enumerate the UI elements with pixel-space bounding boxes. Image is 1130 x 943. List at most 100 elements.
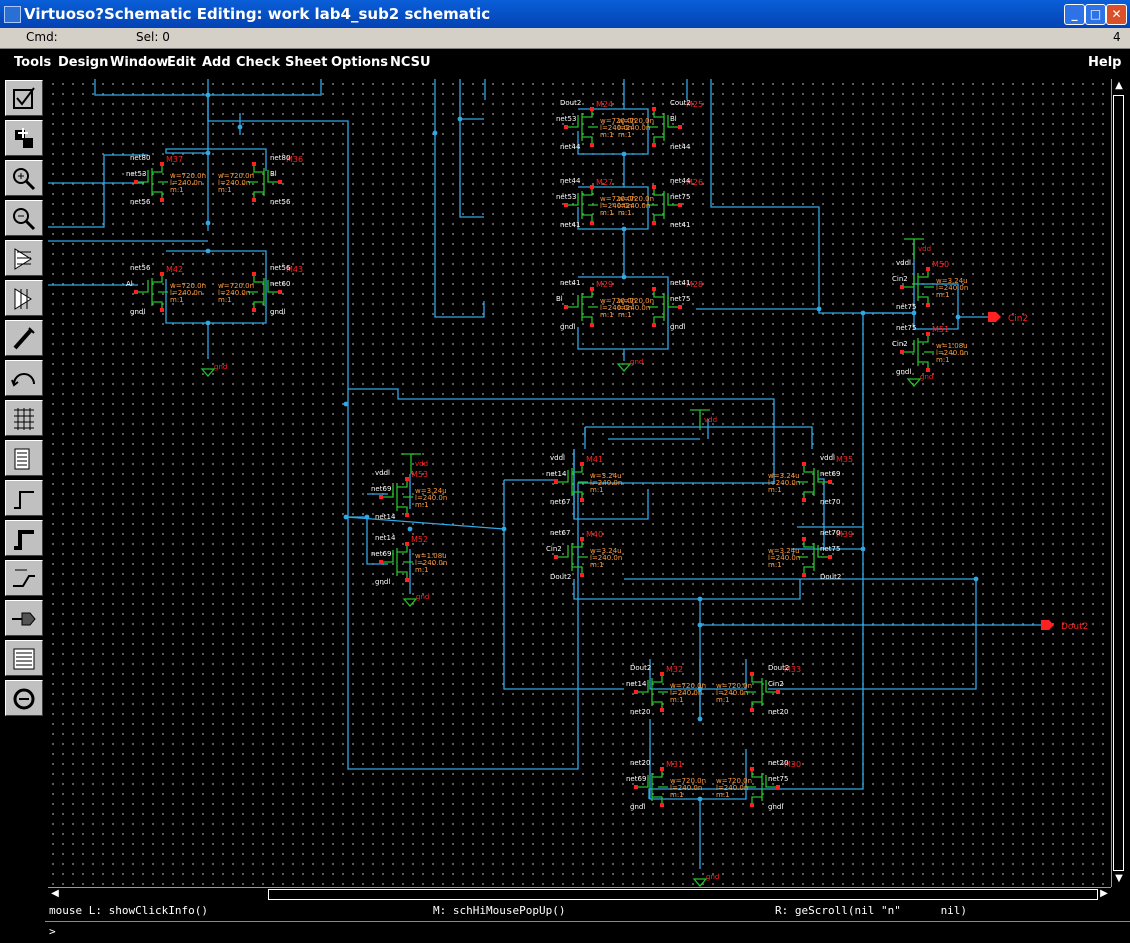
- transistor-m40: [554, 537, 588, 577]
- zoom-out-icon[interactable]: [5, 200, 43, 236]
- horizontal-scrollbar[interactable]: ◀ ▶: [48, 887, 1111, 902]
- wire-junction: [697, 716, 703, 722]
- menu-check[interactable]: Check: [236, 55, 280, 70]
- mouse-status-bar: mouse L: showClickInfo() M: schHiMousePo…: [45, 902, 1130, 920]
- minimize-button[interactable]: _: [1064, 4, 1085, 25]
- net-label: net70: [820, 498, 840, 506]
- net-label: net44: [560, 177, 581, 185]
- transistor-channel: [746, 769, 763, 805]
- gnd-label: gnd: [416, 593, 429, 601]
- transistor-m35: [798, 462, 832, 502]
- property-icon[interactable]: [5, 320, 43, 356]
- menu-window[interactable]: Window: [110, 55, 169, 70]
- check-save-icon[interactable]: [5, 80, 43, 116]
- schematic-drawing[interactable]: M37w=720.0nl=240.0nm:1net80net53net56M36…: [48, 79, 1110, 887]
- transistor-pin: [802, 498, 806, 502]
- delete-icon[interactable]: [5, 680, 43, 716]
- menu-options[interactable]: Options: [331, 55, 388, 70]
- transistor-channel: [571, 464, 588, 500]
- wire: [710, 79, 913, 314]
- instance-icon[interactable]: [5, 400, 43, 436]
- wire-junction: [237, 124, 243, 130]
- transistor-param: w=3.24u: [590, 547, 622, 555]
- transistor-param: w=3.24u: [768, 547, 800, 555]
- transistor-m24: [564, 107, 598, 147]
- wire: [585, 426, 813, 449]
- wire-junction: [697, 596, 703, 602]
- transistor-m50: [900, 267, 934, 307]
- transistor-gate: [765, 775, 778, 788]
- net-label: net41: [560, 279, 580, 287]
- transistor-param: m:1: [670, 791, 684, 799]
- net-label: net41: [670, 221, 690, 229]
- transistor-param: m:1: [670, 696, 684, 704]
- scroll-right-icon[interactable]: ▶: [1100, 888, 1108, 899]
- command-prompt[interactable]: >: [45, 921, 1130, 942]
- transistor-param: m:1: [936, 356, 950, 364]
- wire: [345, 516, 505, 530]
- menu-help[interactable]: Help: [1088, 55, 1122, 70]
- menu-ncsu[interactable]: NCSU: [390, 55, 431, 70]
- vertical-scroll-thumb[interactable]: [1113, 95, 1124, 871]
- horizontal-scroll-thumb[interactable]: [268, 889, 1098, 900]
- transistor-param: l=240.0n: [170, 289, 202, 297]
- transistor-param: m:1: [590, 486, 604, 494]
- label-icon[interactable]: [5, 640, 43, 676]
- net-label: net75: [896, 324, 916, 332]
- transistor-param: w=720.0n: [218, 172, 254, 180]
- copy-icon[interactable]: [5, 280, 43, 316]
- transistor-name: M35: [836, 455, 853, 464]
- menu-edit[interactable]: Edit: [167, 55, 196, 70]
- transistor-pin: [652, 323, 656, 327]
- transistor-pin: [590, 185, 594, 189]
- transistor-pin: [660, 767, 664, 771]
- wire-name-icon[interactable]: [5, 560, 43, 596]
- gnd-symbol: [692, 878, 708, 887]
- transistor-m30: [746, 767, 780, 807]
- transistor-name: M26: [686, 178, 703, 187]
- transistor-param: w=720.0n: [716, 682, 752, 690]
- check-icon[interactable]: [5, 120, 43, 156]
- close-button[interactable]: ✕: [1106, 4, 1127, 25]
- menu-add[interactable]: Add: [202, 55, 231, 70]
- transistor-pin: [405, 477, 409, 481]
- menu-sheet[interactable]: Sheet: [285, 55, 328, 70]
- wire-junction: [697, 796, 703, 802]
- wire-narrow-icon[interactable]: [5, 480, 43, 516]
- vertical-scrollbar[interactable]: ▲ ▼: [1111, 79, 1126, 887]
- transistor-gate: [267, 280, 280, 293]
- wire-wide-icon[interactable]: [5, 520, 43, 556]
- zoom-in-icon[interactable]: [5, 160, 43, 196]
- mouse-right-binding: R: geScroll(nil "n" nil): [775, 904, 968, 917]
- transistor-param: l=240.0n: [170, 179, 202, 187]
- transistor-name: M29: [596, 280, 613, 289]
- transistor-name: M40: [586, 530, 603, 539]
- transistor-channel: [798, 464, 815, 500]
- undo-icon[interactable]: [5, 360, 43, 396]
- transistor-pin: [564, 125, 568, 129]
- gnd-label: gnd: [706, 873, 719, 881]
- transistor-param: m:1: [415, 501, 429, 509]
- scroll-up-icon[interactable]: ▲: [1115, 80, 1123, 91]
- scroll-left-icon[interactable]: ◀: [51, 888, 59, 899]
- transistor-pin: [926, 368, 930, 372]
- wire-junction: [432, 130, 438, 136]
- menu-tools[interactable]: Tools: [14, 55, 52, 70]
- transistor-m25: [648, 107, 682, 147]
- transistor-name: M31: [666, 760, 683, 769]
- transistor-pin: [160, 198, 164, 202]
- transistor-gate: [667, 193, 680, 206]
- transistor-param: m:1: [618, 311, 632, 319]
- transistor-param: w=720.0n: [618, 297, 654, 305]
- pin-add-icon[interactable]: [5, 600, 43, 636]
- scroll-down-icon[interactable]: ▼: [1115, 873, 1123, 884]
- net-label: net80: [270, 154, 290, 162]
- pin-icon[interactable]: [5, 440, 43, 476]
- stretch-icon[interactable]: [5, 240, 43, 276]
- transistor-pin: [802, 573, 806, 577]
- transistor-param: m:1: [218, 296, 232, 304]
- menu-design[interactable]: Design: [58, 55, 109, 70]
- maximize-button[interactable]: □: [1085, 4, 1106, 25]
- transistor-param: w=720.0n: [218, 282, 254, 290]
